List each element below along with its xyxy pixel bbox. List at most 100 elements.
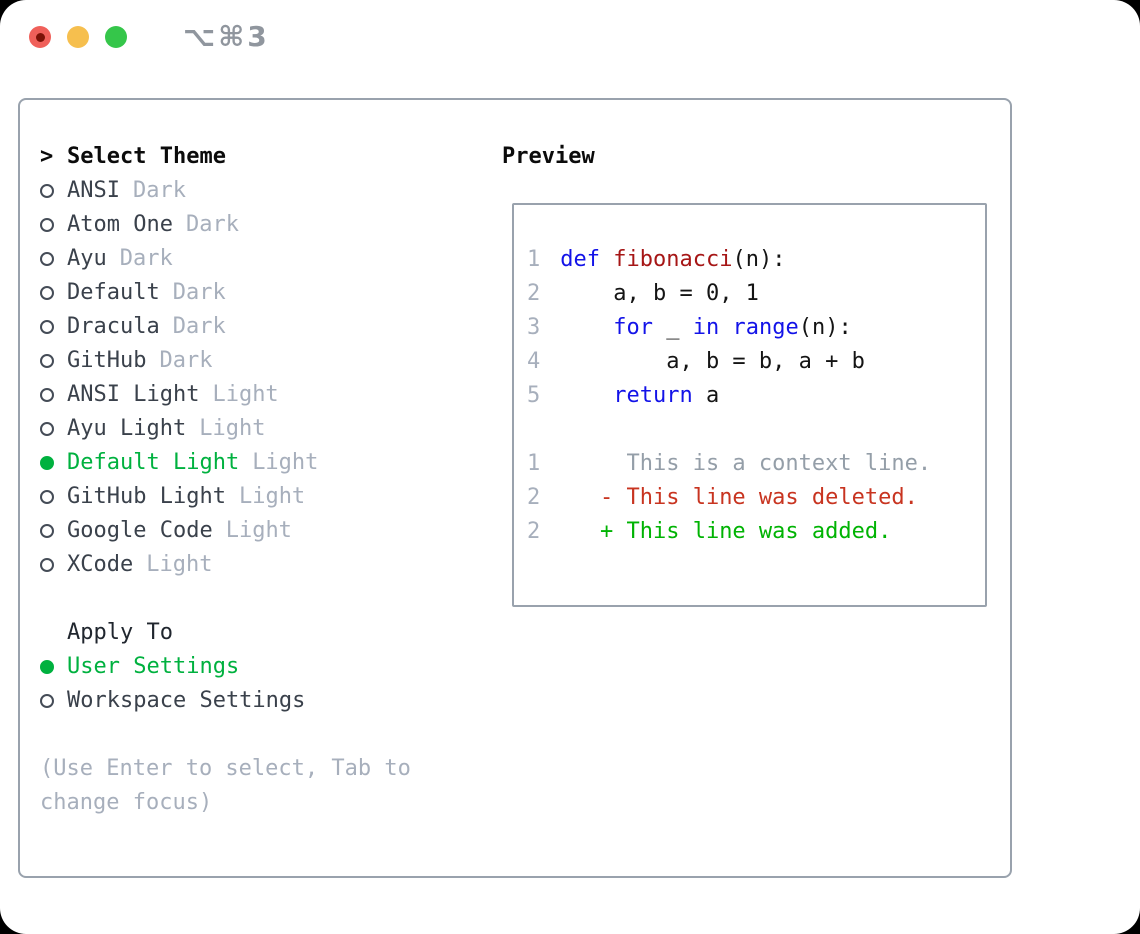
code-token: [560, 383, 613, 408]
radio-marker: [40, 412, 67, 446]
theme-name: GitHub Light: [67, 484, 226, 509]
radio-marker: [40, 208, 67, 242]
code-line: 1 def fibonacci(n):: [527, 243, 985, 277]
code-token: (n):: [798, 315, 852, 340]
line-number: 1: [527, 451, 541, 476]
theme-option[interactable]: Default Dark: [40, 276, 411, 310]
theme-name: XCode: [67, 552, 134, 577]
radio-unselected-icon: [40, 320, 54, 334]
theme-option[interactable]: ANSI Light Light: [40, 378, 411, 412]
code-line: 4 a, b = b, a + b: [527, 345, 985, 379]
theme-option[interactable]: Dracula Dark: [40, 310, 411, 344]
theme-name: Atom One: [67, 212, 173, 237]
code-token: for: [613, 315, 653, 340]
radio-unselected-icon: [40, 218, 54, 232]
theme-variant: Dark: [132, 178, 186, 203]
theme-option[interactable]: Ayu Dark: [40, 242, 411, 276]
theme-name: ANSI Light: [67, 382, 200, 407]
close-button[interactable]: [29, 26, 51, 48]
apply-to-header: Apply To: [40, 616, 411, 650]
theme-variant: Dark: [172, 280, 226, 305]
code-line: 5 return a: [527, 379, 985, 413]
theme-name: Dracula: [67, 314, 160, 339]
code-token: a, b = b, a + b: [560, 349, 865, 374]
theme-variant: Light: [225, 518, 292, 543]
line-number: 2: [527, 519, 541, 544]
apply-option[interactable]: Workspace Settings: [40, 684, 411, 718]
theme-variant: Light: [238, 484, 306, 509]
diff-text: + This line was added.: [560, 519, 892, 544]
theme-option[interactable]: GitHub Light Light: [40, 480, 411, 514]
theme-name: Default: [67, 280, 160, 305]
theme-variant: Light: [212, 382, 279, 407]
theme-variant: Light: [146, 552, 213, 577]
radio-marker: [40, 548, 67, 582]
code-token: [719, 315, 732, 340]
select-theme-header-label: Select Theme: [67, 144, 226, 169]
line-number: 1: [527, 247, 541, 272]
preview-header: Preview: [502, 144, 595, 169]
radio-marker: [40, 174, 67, 208]
radio-unselected-icon: [40, 354, 54, 368]
code-line: 2 a, b = 0, 1: [527, 277, 985, 311]
theme-variant: Dark: [159, 348, 213, 373]
radio-selected-icon: [40, 456, 54, 470]
apply-to-header-label: Apply To: [67, 620, 173, 645]
line-number: 5: [527, 383, 541, 408]
radio-marker: [40, 684, 67, 718]
radio-marker: [40, 446, 67, 480]
hint-line-1: (Use Enter to select, Tab to: [40, 756, 411, 781]
diff-text: - This line was deleted.: [560, 485, 918, 510]
code-token: fibonacci: [613, 247, 733, 272]
theme-option[interactable]: Google Code Light: [40, 514, 411, 548]
theme-option[interactable]: ANSI Dark: [40, 174, 411, 208]
theme-variant: Dark: [172, 314, 226, 339]
code-token: a, b = 0, 1: [560, 281, 759, 306]
radio-marker: [40, 242, 67, 276]
code-token: (n):: [732, 247, 786, 272]
line-number: 4: [527, 349, 541, 374]
cursor-marker: >: [40, 144, 54, 169]
code-token: [560, 315, 613, 340]
diff-text: This is a context line.: [560, 451, 932, 476]
theme-name: Google Code: [67, 518, 213, 543]
radio-marker: [40, 480, 67, 514]
code-token: in: [692, 315, 720, 340]
window-title-shortcut: ⌥⌘3: [183, 20, 270, 53]
theme-variant: Dark: [119, 246, 173, 271]
select-theme-header: > Select Theme: [40, 140, 411, 174]
theme-name: GitHub: [67, 348, 147, 373]
theme-option[interactable]: GitHub Dark: [40, 344, 411, 378]
diff-line: 1 This is a context line.: [527, 447, 985, 481]
theme-variant: Light: [199, 416, 266, 441]
radio-unselected-icon: [40, 490, 54, 504]
apply-option[interactable]: User Settings: [40, 650, 411, 684]
radio-unselected-icon: [40, 558, 54, 572]
theme-variant: Dark: [185, 212, 239, 237]
minimize-button[interactable]: [67, 26, 89, 48]
apply-option-label: User Settings: [67, 654, 240, 679]
line-number: 3: [527, 315, 541, 340]
radio-marker: [40, 276, 67, 310]
code-token: def: [560, 247, 600, 272]
hint-line-2: change focus): [40, 790, 213, 815]
line-number: 2: [527, 281, 541, 306]
maximize-button[interactable]: [105, 26, 127, 48]
radio-marker: [40, 514, 67, 548]
theme-name: Ayu: [67, 246, 107, 271]
theme-option[interactable]: XCode Light: [40, 548, 411, 582]
diff-line: 2 - This line was deleted.: [527, 481, 985, 515]
theme-name: ANSI: [67, 178, 120, 203]
radio-selected-icon: [40, 660, 54, 674]
radio-unselected-icon: [40, 184, 54, 198]
line-number: 2: [527, 485, 541, 510]
theme-name: Default Light: [67, 450, 240, 475]
theme-option[interactable]: Atom One Dark: [40, 208, 411, 242]
